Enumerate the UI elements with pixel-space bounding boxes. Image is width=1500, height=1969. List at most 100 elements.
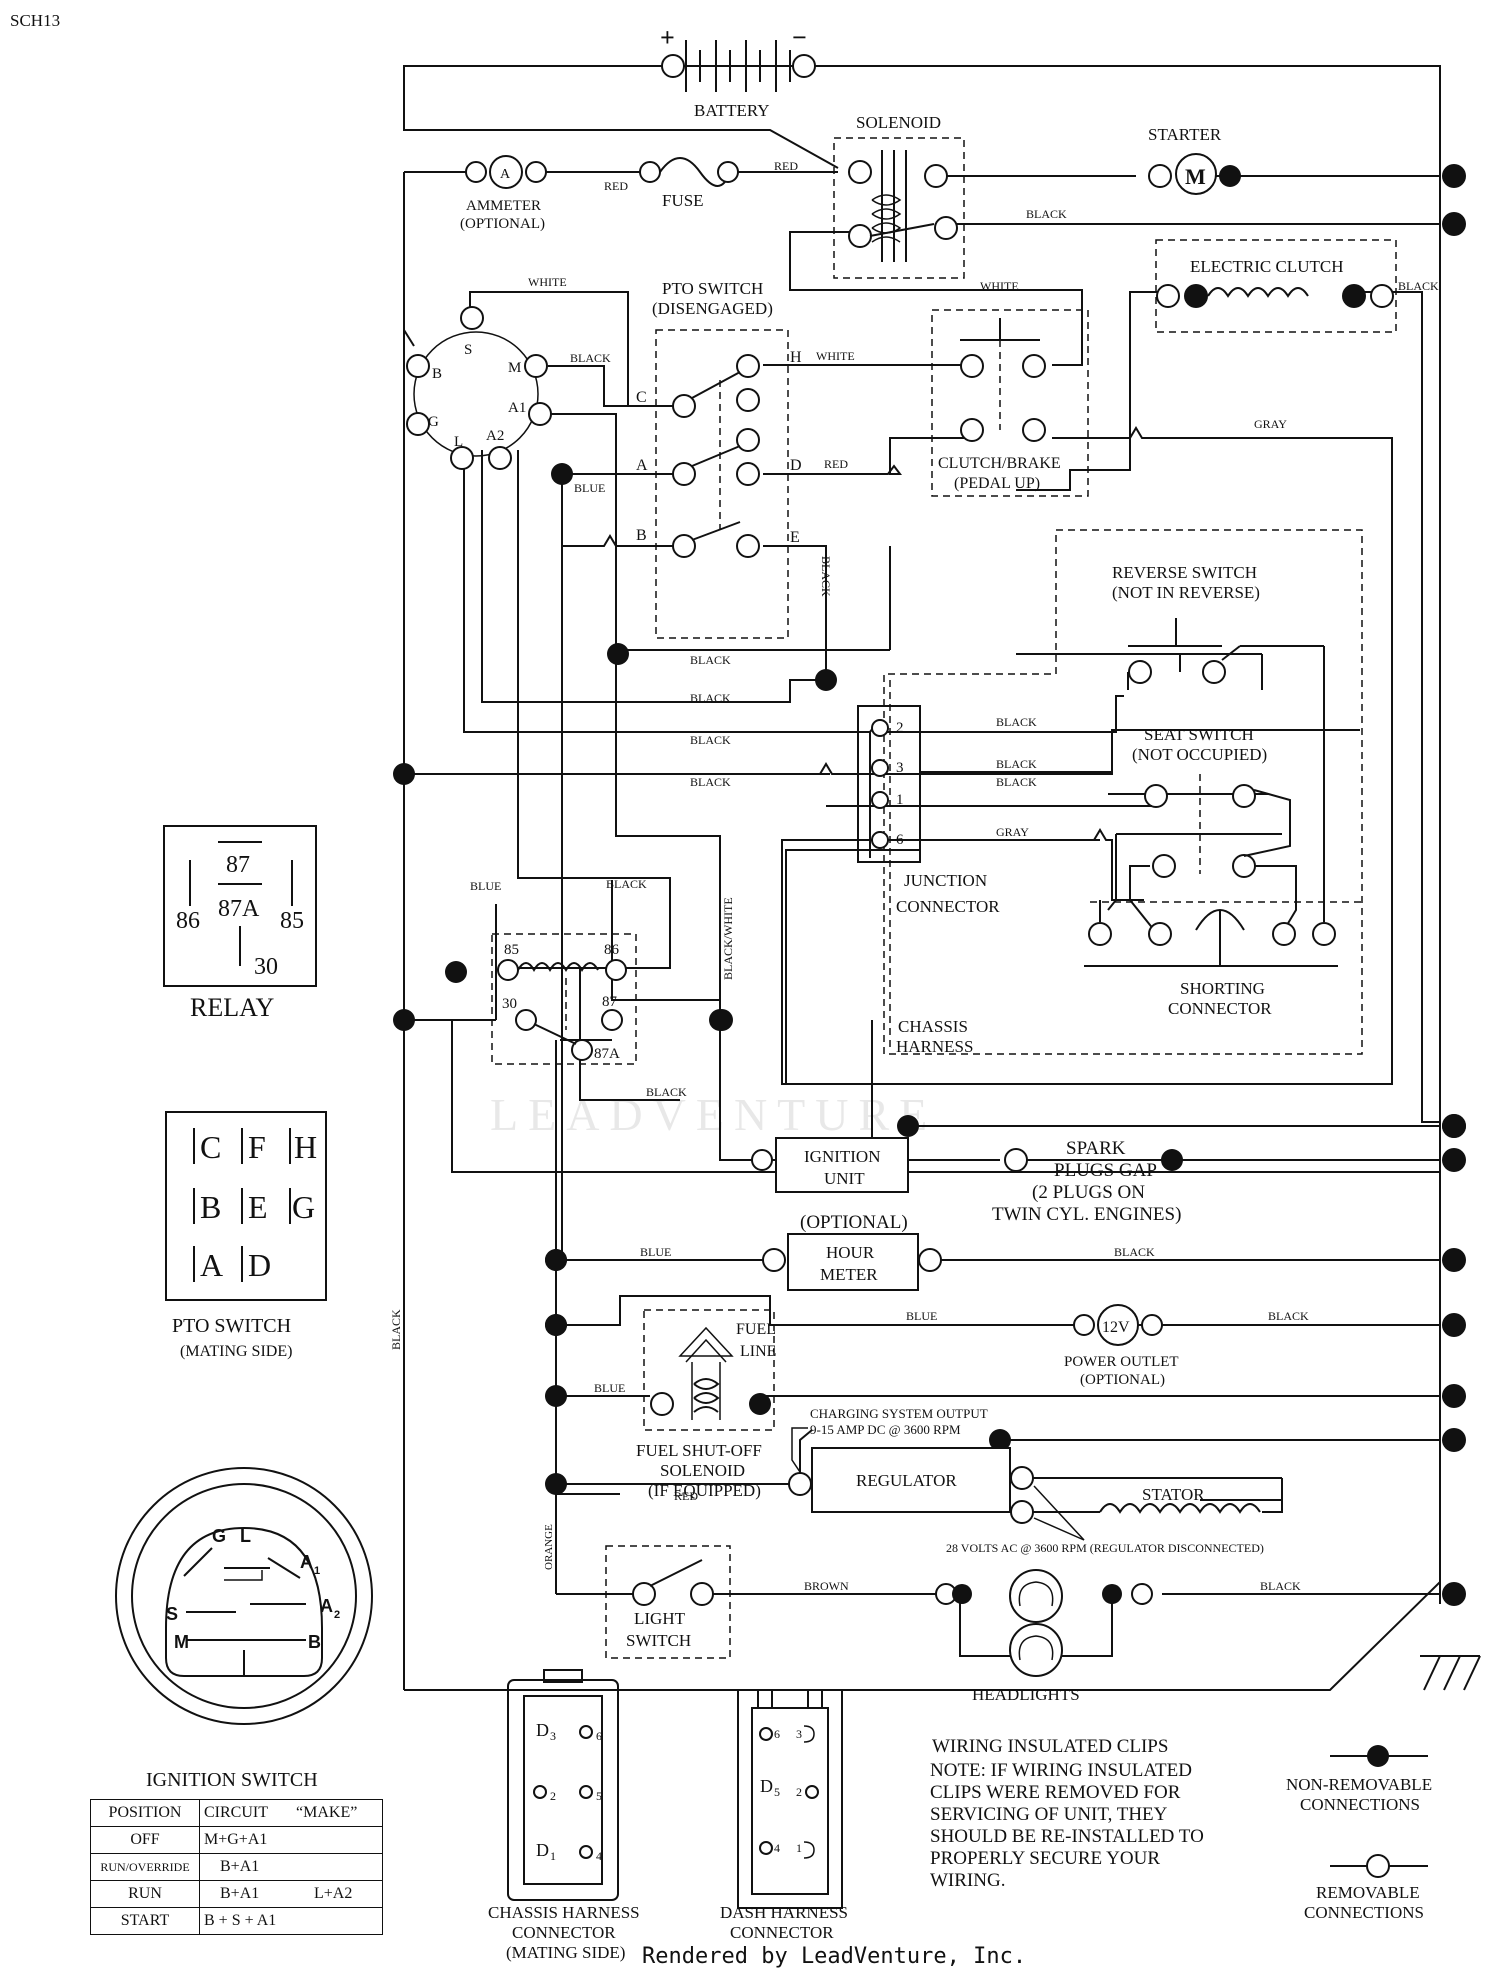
- black-wire-label-b: BLACK: [690, 691, 731, 705]
- chassis-pin-4: 4: [596, 1849, 602, 1863]
- pto-terminal-b: B: [636, 527, 647, 544]
- connection-legend: NON-REMOVABLE CONNECTIONS REMOVABLE CONN…: [1286, 1745, 1432, 1922]
- pto-switch-mating: C F H B E G A D PTO SWITCH (MATING SIDE): [165, 1111, 327, 1360]
- electric-clutch-label: ELECTRIC CLUTCH: [1190, 257, 1343, 276]
- brown-wire-label: BROWN: [804, 1579, 849, 1593]
- ammeter: A AMMETER (OPTIONAL) RED: [460, 155, 628, 232]
- watermark: LEADVENTURE: [490, 1089, 937, 1140]
- regulator: CHARGING SYSTEM OUTPUT 9-15 AMP DC @ 360…: [545, 1406, 1466, 1555]
- table-cell: RUN/OVERRIDE: [90, 1853, 200, 1881]
- hour-meter: (OPTIONAL) HOUR METER BLUE BLACK: [545, 1212, 1466, 1291]
- table-cell: RUN: [90, 1880, 200, 1908]
- ignition-unit: IGNITION UNIT SPARK PLUGS GAP (2 PLUGS O…: [751, 1137, 1183, 1225]
- junction-connector: 2 3 1 6 JUNCTION CONNECTOR BLACK BLACK B…: [785, 680, 1152, 1084]
- fuse: FUSE RED BLACK: [639, 157, 1067, 221]
- black-wire-label-a: BLACK: [690, 653, 731, 667]
- spark-label-4: TWIN CYL. ENGINES): [992, 1204, 1181, 1225]
- note-title: WIRING INSULATED CLIPS: [932, 1736, 1168, 1757]
- white-wire-label-1: WHITE: [528, 275, 567, 289]
- gray-wire-label-1: GRAY: [1254, 417, 1287, 431]
- dash-connector-label-2: CONNECTOR: [730, 1923, 834, 1942]
- pto-mating-g: G: [292, 1189, 315, 1225]
- black-wire-label-1: BLACK: [996, 775, 1037, 789]
- page-id: SCH13: [10, 11, 60, 30]
- note-line-4: SHOULD BE RE-INSTALLED TO: [930, 1826, 1204, 1847]
- motor-symbol: M: [1185, 164, 1206, 189]
- pto-mating-a: A: [200, 1247, 223, 1283]
- ignition-switch-schematic: B S M A1 A2 L G WHITE BLACK BLUE: [406, 275, 611, 495]
- chassis-harness: REVERSE SWITCH (NOT IN REVERSE) SEAT SWI…: [883, 529, 1363, 1056]
- pto-mating-d: D: [248, 1247, 271, 1283]
- clutch-brake-state: (PEDAL UP): [954, 475, 1040, 492]
- starter: STARTER M: [1148, 125, 1466, 236]
- table-cell: START: [90, 1907, 200, 1935]
- table-cell: [292, 1853, 383, 1881]
- junction-pin-3: 3: [896, 760, 904, 776]
- chassis-connector-label-2: CONNECTOR: [512, 1923, 616, 1942]
- note-line-2: CLIPS WERE REMOVED FOR: [930, 1782, 1181, 1803]
- black-wire-label-power: BLACK: [1268, 1309, 1309, 1323]
- removable-label-2: CONNECTIONS: [1304, 1903, 1424, 1922]
- starter-label: STARTER: [1148, 125, 1222, 144]
- junction-pin-1: 1: [896, 792, 904, 808]
- table-cell: [292, 1826, 383, 1854]
- electric-clutch: ELECTRIC CLUTCH BLACK: [1155, 239, 1439, 333]
- chassis-pin-d1: D: [536, 1840, 549, 1860]
- battery-plus-label: +: [660, 23, 675, 52]
- table-header-circuit: CIRCUIT: [199, 1799, 292, 1827]
- ignition-unit-label-2: UNIT: [824, 1169, 865, 1188]
- ign-face-a1-sub: 1: [314, 1565, 320, 1577]
- pto-terminal-h: H: [790, 349, 802, 366]
- clutch-brake-switch: CLUTCH/BRAKE (PEDAL UP) GRAY: [931, 309, 1287, 497]
- relay-terminal-30: 30: [502, 996, 517, 1012]
- spark-label-3: (2 PLUGS ON: [1032, 1182, 1145, 1203]
- middle-wire-labels: BLACK BLACK BLACK BLACK BLUE BLACK BLACK…: [389, 643, 1466, 1350]
- note-line-5: PROPERLY SECURE YOUR: [930, 1848, 1160, 1869]
- pto-mating-h: H: [294, 1129, 317, 1165]
- relay-legend-30: 30: [254, 954, 278, 980]
- ign-face-a2: A: [320, 1596, 333, 1616]
- relay-title: RELAY: [190, 993, 274, 1022]
- ignition-unit-label-1: IGNITION: [804, 1147, 880, 1166]
- blue-wire-label-relay: BLUE: [470, 879, 501, 893]
- stator-label: STATOR: [1142, 1485, 1205, 1504]
- relay-schematic: 85 86 30 87 87A: [491, 933, 733, 1065]
- red-wire-label-2: RED: [774, 159, 798, 173]
- dash-pin-4: 4: [774, 1841, 780, 1855]
- headlights: HEADLIGHTS BLACK: [935, 1569, 1466, 1704]
- connector-label: CONNECTOR: [896, 897, 1000, 916]
- fuel-line-label-1: FUEL: [736, 1321, 776, 1338]
- pto-switch-state: (DISENGAGED): [652, 299, 773, 318]
- fuel-shutoff-label-2: SOLENOID: [660, 1461, 745, 1480]
- black-wire-label-sol: BLACK: [1026, 207, 1067, 221]
- spark-label-2: PLUGS GAP: [1054, 1160, 1157, 1181]
- table-cell: OFF: [90, 1826, 200, 1854]
- dash-harness-connector: 6 3 D 5 2 4 1 DASH HARNESS CONNECTOR: [720, 1689, 848, 1942]
- table-header-position: POSITION: [90, 1799, 200, 1827]
- black-wire-label-left: BLACK: [389, 1309, 403, 1350]
- light-switch: ORANGE LIGHT SWITCH BROWN: [543, 1524, 849, 1659]
- charging-label-2: 9-15 AMP DC @ 3600 RPM: [810, 1422, 961, 1437]
- power-outlet: 12V POWER OUTLET (OPTIONAL) BLUE BLACK: [906, 1304, 1466, 1388]
- table-cell: [292, 1907, 383, 1935]
- chassis-pin-6: 6: [596, 1729, 602, 1743]
- chassis-pin-d1-num: 1: [550, 1849, 556, 1863]
- pto-terminal-d: D: [790, 457, 802, 474]
- chassis-pin-d3-num: 3: [550, 1729, 556, 1743]
- relay-legend-86: 86: [176, 908, 200, 934]
- blue-wire-label-fuel: BLUE: [594, 1381, 625, 1395]
- pto-mating-f: F: [248, 1129, 266, 1165]
- reverse-switch-state: (NOT IN REVERSE): [1112, 583, 1260, 602]
- black-wire-label-relay: BLACK: [606, 877, 647, 891]
- footer-credit: Rendered by LeadVenture, Inc.: [642, 1944, 1027, 1969]
- junction-pin-6: 6: [896, 832, 904, 848]
- ign-face-a1: A: [300, 1552, 313, 1572]
- dash-pin-d5: D: [760, 1776, 773, 1796]
- ign-face-b: B: [308, 1632, 321, 1652]
- black-wire-label-d: BLACK: [690, 775, 731, 789]
- dash-pin-1: 1: [796, 1841, 802, 1855]
- wiring-note: WIRING INSULATED CLIPS NOTE: IF WIRING I…: [930, 1736, 1204, 1891]
- relay-terminal-85: 85: [504, 942, 519, 958]
- white-wire-label-h: WHITE: [816, 349, 855, 363]
- note-line-1: NOTE: IF WIRING INSULATED: [930, 1760, 1192, 1781]
